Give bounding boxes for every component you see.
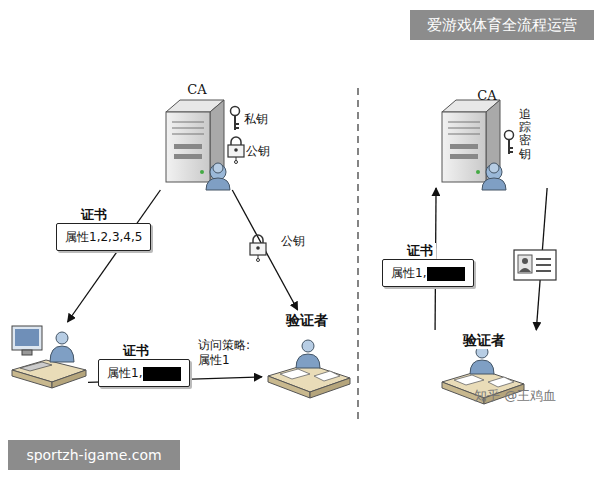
certificate-paper: 属性1, bbox=[98, 359, 190, 387]
redaction-bar bbox=[143, 367, 181, 381]
annotation: 公钥 bbox=[246, 144, 270, 159]
drawing-part bbox=[20, 362, 52, 371]
role-title: 验证者 bbox=[284, 312, 330, 329]
verifier-node: 验证者 bbox=[425, 330, 545, 385]
public-lock bbox=[228, 137, 244, 164]
drawing-part bbox=[22, 350, 32, 355]
site-banner: sportzh-igame.com bbox=[8, 440, 180, 470]
user-node bbox=[8, 322, 88, 394]
server-node: CA bbox=[155, 82, 239, 190]
verifier-node: 验证者 bbox=[262, 310, 352, 400]
certificate-title: 证书 bbox=[78, 207, 110, 223]
id-card bbox=[514, 250, 556, 280]
drawing-part bbox=[15, 329, 39, 346]
drawing-part bbox=[514, 250, 556, 280]
server-title: CA bbox=[415, 88, 559, 104]
drawing-part bbox=[518, 255, 532, 273]
drawing-part bbox=[12, 370, 52, 388]
drawing-part bbox=[536, 264, 551, 266]
edge-lock bbox=[250, 235, 266, 262]
certificate-scroll: 证书属性1,2,3,4,5 bbox=[56, 204, 156, 266]
drawing-part bbox=[536, 270, 551, 272]
divider bbox=[357, 88, 358, 422]
ca-server bbox=[166, 100, 230, 190]
banner-ground bbox=[410, 10, 594, 40]
drawing-part bbox=[52, 370, 86, 388]
site-banner: 爱游戏体育全流程运营 bbox=[410, 10, 594, 40]
ca-server bbox=[442, 100, 506, 190]
server-title: CA bbox=[155, 82, 239, 98]
certificate-paper: 属性1,2,3,4,5 bbox=[56, 223, 151, 251]
arrow-connector bbox=[68, 190, 161, 322]
banner-ground bbox=[8, 440, 180, 470]
key-caption: 追踪密钥 bbox=[519, 108, 531, 161]
role-title: 验证者 bbox=[461, 332, 507, 349]
watermark: 知乎 @王鸡血 bbox=[474, 388, 556, 403]
drawing-part bbox=[12, 326, 42, 350]
verifier-desk bbox=[268, 340, 350, 398]
user-computer bbox=[12, 326, 86, 388]
attribute-list: 属性1, bbox=[391, 266, 426, 280]
private-key bbox=[231, 107, 240, 131]
attribute-list: 属性1, bbox=[107, 366, 142, 380]
tracking-key bbox=[505, 131, 514, 155]
edge-label: 公钥 bbox=[279, 234, 307, 249]
drawing-part bbox=[50, 346, 74, 362]
drawing-part bbox=[56, 332, 68, 344]
drawing-part bbox=[536, 258, 551, 260]
certificate-title: 证书 bbox=[120, 343, 152, 359]
certificate-paper: 属性1, bbox=[382, 259, 474, 287]
attribute-list: 属性1,2,3,4,5 bbox=[65, 230, 142, 244]
certificate-title: 证书 bbox=[404, 243, 436, 259]
redaction-bar bbox=[427, 267, 465, 281]
server-node: CA bbox=[425, 88, 559, 188]
annotation: 访问策略: 属性1 bbox=[198, 338, 258, 368]
drawing-part bbox=[522, 258, 528, 264]
drawing-part bbox=[519, 268, 531, 272]
certificate-scroll: 证书属性1, bbox=[382, 240, 477, 296]
arrow-connector bbox=[232, 190, 297, 310]
annotation: 私钥 bbox=[244, 112, 268, 127]
certificate-scroll: 证书属性1, bbox=[98, 340, 193, 392]
